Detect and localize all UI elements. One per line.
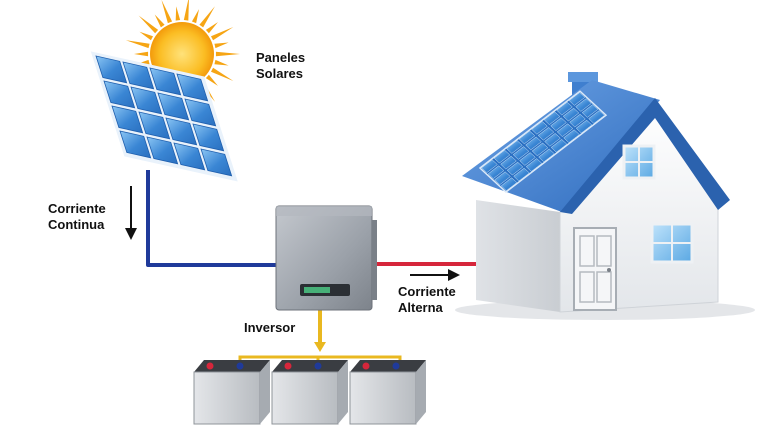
ac-direction-arrow bbox=[410, 269, 460, 281]
dc-direction-arrow bbox=[125, 186, 137, 240]
ac-label-line1: Corriente bbox=[398, 284, 456, 299]
ac-label-line2: Alterna bbox=[398, 300, 443, 315]
solar-panel-icon bbox=[90, 51, 238, 182]
inverter-icon bbox=[275, 205, 377, 311]
house-icon bbox=[455, 72, 755, 320]
battery-icon bbox=[193, 360, 426, 425]
dc-label-line1: Corriente bbox=[48, 201, 106, 216]
solar-panels-label-line2: Solares bbox=[256, 66, 303, 81]
inverter-label: Inversor bbox=[244, 320, 296, 335]
dc-wire bbox=[146, 170, 278, 267]
dc-label-line2: Continua bbox=[48, 217, 105, 232]
solar-panels-label-line1: Paneles bbox=[256, 50, 306, 65]
